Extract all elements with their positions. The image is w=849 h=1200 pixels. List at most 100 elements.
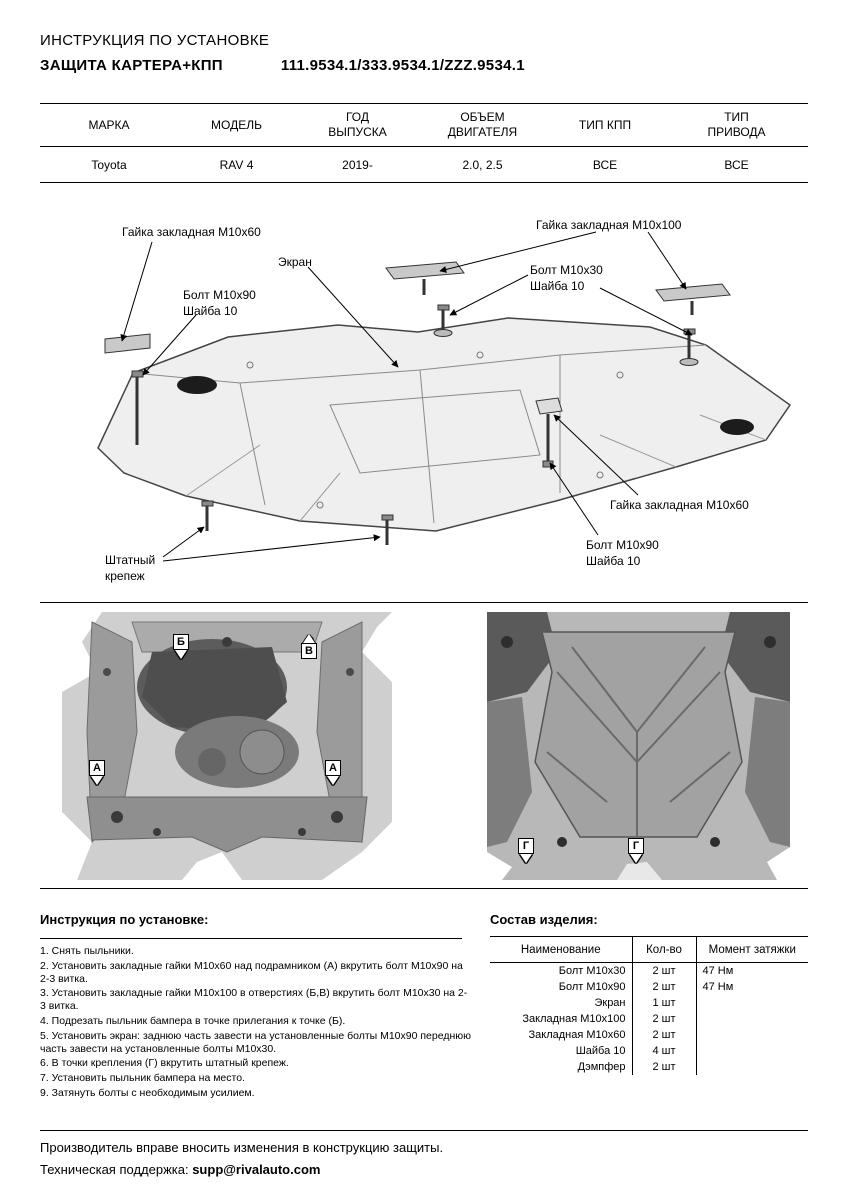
photo-underbody-before: Б В А А [62,612,392,880]
part-name: Дэмпфер [577,1060,626,1073]
spec-header-engine: ОБЪЕМ ДВИГАТЕЛЯ [420,103,545,147]
install-step: 4. Подрезать пыльник бампера в точке при… [40,1014,346,1027]
marker-arrow-icon [303,634,315,643]
part-torque: 47 Нм [702,964,734,977]
separator-line [40,602,808,603]
part-qty: 2 шт [631,1026,697,1043]
stock-fastener-bolts [201,500,394,545]
marker-arrow-icon [91,776,103,785]
parts-row: Закладная М10х100 2 шт [490,1010,808,1027]
photo-marker-v: В [298,634,320,659]
part-name: Закладная М10х100 [522,1012,626,1025]
vehicle-spec-table: МАРКА МОДЕЛЬ ГОД ВЫПУСКА ОБЪЕМ ДВИГАТЕЛЯ… [40,103,808,183]
parts-header-torque: Момент затяжки [696,936,808,963]
photo-left-illustration [62,612,392,880]
callout-nut-m10x60-top: Гайка закладная М10х60 [122,225,261,239]
doc-subtitle: ЗАЩИТА КАРТЕРА+КПП 111.9534.1/333.9534.1… [40,57,525,74]
part-torque [696,1027,808,1043]
parts-list-heading: Состав изделия: [490,912,598,927]
callout-bolt-m10x90-bottom: Болт М10х90 Шайба 10 [586,538,659,568]
photo-marker-b: Б [170,634,192,659]
install-step: 7. Установить пыльник бампера на место. [40,1072,245,1085]
callout-stock-fastener: Штатный крепеж [105,553,156,583]
callout-nut-m10x100: Гайка закладная М10х100 [536,218,682,232]
parts-row: Экран 1 шт [490,994,808,1011]
parts-row: Болт М10х90 2 шт 47 Нм [490,978,808,995]
exploded-view-diagram: Гайка закладная М10х60 Экран Гайка закла… [0,205,849,605]
rail-nut-m10x100-left [385,261,465,295]
separator-line [40,888,808,889]
instructions-rule [40,938,462,939]
marker-arrow-icon [520,854,532,863]
marker-arrow-icon [630,854,642,863]
marker-arrow-icon [327,776,339,785]
spec-header-year: ГОД ВЫПУСКА [295,103,420,147]
part-qty: 2 шт [631,962,697,979]
install-step: 6. В точки крепления (Г) вкрутить штатны… [40,1057,289,1070]
spec-value-drive: ВСЕ [665,146,808,183]
separator-line [40,1130,808,1131]
photo-marker-a2: А [322,760,344,785]
part-torque: 47 Нм [702,980,734,993]
footer-support: Техническая поддержка: supp@rivalauto.co… [40,1162,320,1177]
part-qty: 1 шт [631,994,697,1011]
damper-left [177,376,217,394]
spec-header-model: МОДЕЛЬ [178,103,295,147]
product-name: ЗАЩИТА КАРТЕРА+КПП [40,57,223,74]
install-step: 2. Установить закладные гайки М10х60 над… [40,959,463,985]
part-torque [696,1059,808,1075]
spec-value-model: RAV 4 [178,146,295,183]
damper-right [720,419,754,435]
callout-bolt-m10x90-left: Болт М10х90 Шайба 10 [183,288,256,318]
part-qty: 2 шт [631,1058,697,1075]
photo-marker-a1: А [86,760,108,785]
parts-header-name: Наименование [490,936,632,963]
part-name: Закладная М10х60 [528,1028,626,1041]
install-steps-list: 1. Снять пыльники. 2. Установить закладн… [40,945,472,1102]
nut-m10x60-bracket [535,397,563,468]
callout-screen: Экран [278,255,312,269]
callout-nut-m10x60-right: Гайка закладная М10х60 [610,498,749,512]
spec-value-year: 2019- [295,146,420,183]
part-name: Шайба 10 [575,1044,626,1057]
part-qty: 2 шт [631,1010,697,1027]
parts-row: Дэмпфер 2 шт [490,1058,808,1075]
install-instructions-heading: Инструкция по установке: [40,912,209,927]
parts-row: Шайба 10 4 шт [490,1042,808,1059]
spec-header-gearbox: ТИП КПП [545,103,665,147]
photo-marker-g1: Г [515,838,537,863]
marker-arrow-icon [175,650,187,659]
leader-lines [120,231,693,562]
part-numbers: 111.9534.1/333.9534.1/ZZZ.9534.1 [280,57,525,74]
photo-marker-g2: Г [625,838,647,863]
spec-value-engine: 2.0, 2.5 [420,146,545,183]
skid-plate-drawing [97,231,792,562]
part-qty: 2 шт [631,978,697,995]
photo-underbody-after: Г Г [487,612,790,880]
parts-table: Наименование Кол-во Момент затяжки Болт … [490,936,808,1075]
parts-header-qty: Кол-во [631,936,697,963]
support-email: supp@rivalauto.com [192,1162,321,1177]
part-name: Экран [594,996,626,1009]
part-name: Болт М10х30 [558,964,626,977]
spec-header-brand: МАРКА [40,103,178,147]
install-step: 5. Установить экран: заднюю часть завест… [40,1029,472,1055]
clamp-nut-m10x60 [104,333,151,354]
photo-right-illustration [487,612,790,880]
part-torque [696,995,808,1011]
spec-value-brand: Toyota [40,146,178,183]
part-name: Болт М10х90 [558,980,626,993]
install-step: 1. Снять пыльники. [40,945,134,957]
parts-row: Закладная М10х60 2 шт [490,1026,808,1043]
parts-row: Болт М10х30 2 шт 47 Нм [490,962,808,979]
spec-row: Toyota RAV 4 2019- 2.0, 2.5 ВСЕ ВСЕ [40,146,808,183]
part-qty: 4 шт [631,1042,697,1059]
doc-title: ИНСТРУКЦИЯ ПО УСТАНОВКЕ [40,32,270,49]
part-torque [696,1011,808,1027]
install-step: 3. Установить закладные гайки М10х100 в … [40,987,468,1013]
footer-disclaimer: Производитель вправе вносить изменения в… [40,1140,444,1155]
callout-bolt-m10x30: Болт М10х30 Шайба 10 [530,263,603,293]
support-label: Техническая поддержка: [40,1162,193,1177]
skid-plate-outline [97,317,792,532]
